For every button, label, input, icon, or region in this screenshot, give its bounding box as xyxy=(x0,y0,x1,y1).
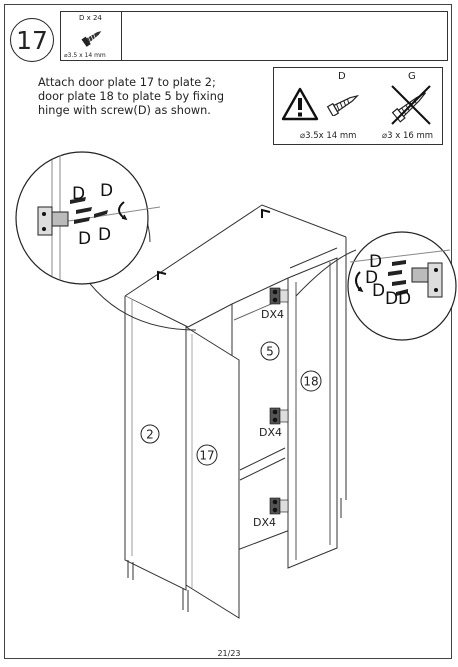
screw-callout: D xyxy=(385,289,398,309)
screw-callout: D xyxy=(365,268,378,288)
instruction-text: Attach door plate 17 to plate 2; door pl… xyxy=(38,76,278,118)
screw-icon xyxy=(81,31,102,47)
dx4-label: DX4 xyxy=(253,516,276,529)
panel-number-circle xyxy=(260,341,280,361)
wrong-screw-spec-row: ⌀3 x 16 mm xyxy=(382,131,434,141)
wrong-screw-icon xyxy=(391,85,431,125)
instruction-line: hinge with screw(D) as shown. xyxy=(38,104,211,117)
screw-callout: D xyxy=(72,184,85,204)
dx4-label: DX4 xyxy=(259,426,282,439)
right-detail-callout xyxy=(295,231,457,341)
correct-screw-spec: 3.5x 14 mm xyxy=(305,131,357,141)
step-number: 17 xyxy=(10,18,54,62)
cabinet-leg xyxy=(182,588,189,612)
left-detail-callout xyxy=(15,151,197,331)
screw-warning-box: D G ⌀3.5x 14 mm ⌀3 x 16 mm xyxy=(273,67,443,145)
correct-screw-icon xyxy=(326,94,360,116)
correct-screw-label: D xyxy=(338,71,346,82)
cabinet-top-front xyxy=(124,295,189,328)
top-connector xyxy=(261,208,271,218)
page-number: 21/23 xyxy=(217,649,241,658)
panel-number-right-door: 18 xyxy=(303,375,318,389)
hinge xyxy=(269,287,289,305)
hardware-spec-row: ⌀3.5 x 14 mm xyxy=(64,52,106,59)
wrong-screw-label: G xyxy=(408,71,416,82)
wrong-screw-spec: 3 x 16 mm xyxy=(387,131,434,141)
top-connector xyxy=(157,270,167,280)
hardware-header: D x 24 ⌀3.5 x 14 mm xyxy=(60,11,448,61)
instruction-line: Attach door plate 17 to plate 2; xyxy=(38,76,216,89)
correct-screw-spec-row: ⌀3.5x 14 mm xyxy=(300,131,357,141)
hinge xyxy=(269,407,289,425)
cabinet-leg xyxy=(336,498,342,520)
panel-number-circle xyxy=(140,424,160,444)
cabinet-leg xyxy=(127,560,134,580)
inner-edges xyxy=(231,277,291,553)
panel-number-left-door: 17 xyxy=(199,449,214,463)
shelf xyxy=(239,447,286,481)
page-frame xyxy=(4,4,452,659)
door-18 xyxy=(287,257,338,569)
panel-number-circle xyxy=(196,444,218,466)
panel-number-circle xyxy=(300,370,322,392)
hardware-quantity: D x 24 xyxy=(79,14,102,22)
cabinet-top-edge xyxy=(124,204,347,297)
door-18-top xyxy=(289,247,338,269)
warning-triangle-icon xyxy=(281,87,319,121)
instruction-line: door plate 18 to plate 5 by fixing xyxy=(38,90,225,103)
dx4-label: DX4 xyxy=(261,308,284,321)
hardware-cell: D x 24 ⌀3.5 x 14 mm xyxy=(61,12,122,60)
door-17 xyxy=(185,326,240,619)
screw-callout: D xyxy=(78,229,91,249)
screw-callout: D xyxy=(98,225,111,245)
screw-callout: D xyxy=(369,252,382,272)
hardware-spec: 3.5 x 14 mm xyxy=(67,52,106,59)
door-18-frame xyxy=(295,262,331,560)
hinge xyxy=(269,497,289,515)
panel-number-inner: 5 xyxy=(266,345,274,359)
screw-callout: D xyxy=(398,289,411,309)
screw-callout: D xyxy=(372,281,385,301)
screw-callout: D xyxy=(100,181,113,201)
side-panel-2 xyxy=(124,296,187,591)
panel-number-side: 2 xyxy=(146,428,154,442)
